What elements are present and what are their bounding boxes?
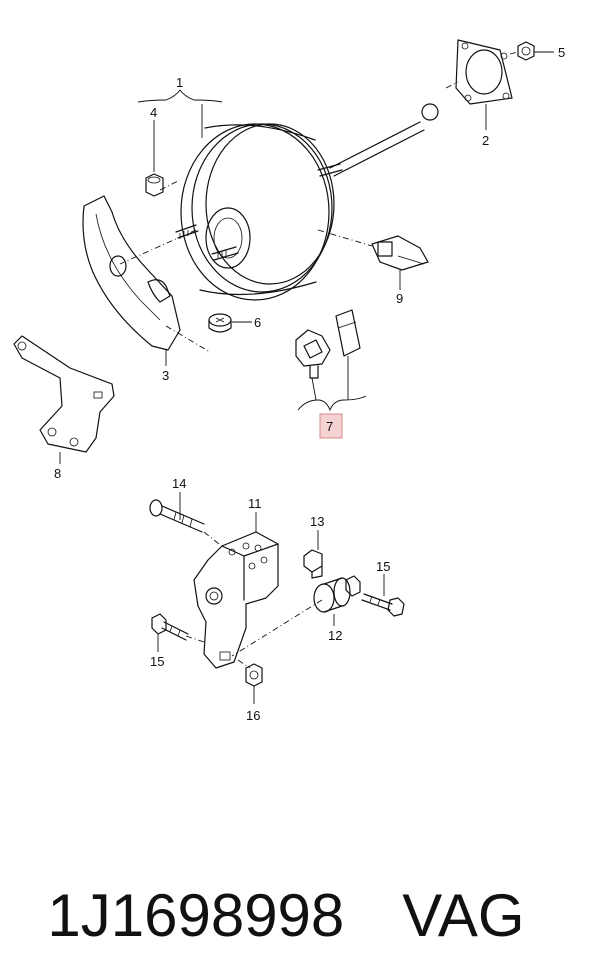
mounting-bracket: [13, 335, 115, 453]
clip-7: [295, 309, 361, 379]
callout-15-right: 15: [376, 559, 390, 574]
callout-12: 12: [328, 628, 342, 643]
brake-booster: [175, 103, 439, 301]
callout-13: 13: [310, 514, 324, 529]
nut-4: [145, 173, 164, 197]
callout-16: 16: [246, 708, 260, 723]
parts-exploded-diagram: 1 4 2 5 9 6 3 8 7 14 11 13 15 12 15 16: [13, 39, 565, 723]
gasket: [455, 39, 513, 105]
callout-7: 7: [326, 419, 333, 434]
part-number-caption: 1J1698998 VAG: [14, 796, 594, 949]
sensor-bracket-9: [371, 235, 429, 271]
bolt-15-right: [361, 593, 405, 617]
callout-6: 6: [254, 315, 261, 330]
nut-16: [245, 663, 263, 687]
callout-15-left: 15: [150, 654, 164, 669]
brand-name: VAG: [402, 882, 525, 949]
callout-14: 14: [172, 476, 186, 491]
callout-2: 2: [482, 133, 489, 148]
callout-1: 1: [176, 75, 183, 90]
callout-11: 11: [248, 496, 262, 511]
nut-5: [517, 41, 535, 61]
bolt-6: [208, 313, 232, 333]
callout-3: 3: [162, 368, 169, 383]
bolt-14: [149, 499, 205, 533]
nut-13: [303, 549, 323, 579]
part-number: 1J1698998: [47, 882, 345, 949]
callout-8: 8: [54, 466, 61, 481]
bushing-12: [313, 575, 361, 613]
leader-lines: [59, 51, 554, 704]
callout-7-highlight[interactable]: 7: [319, 413, 343, 439]
bolt-15-left: [151, 613, 189, 641]
callout-5: 5: [558, 45, 565, 60]
bracket-assembly-11: [193, 531, 279, 669]
callout-9: 9: [396, 291, 403, 306]
callout-labels: 1 4 2 5 9 6 3 8 7 14 11 13 15 12 15 16: [54, 45, 565, 723]
heat-shield: [82, 195, 181, 351]
assembly-lines: [119, 51, 519, 669]
callout-4: 4: [150, 105, 157, 120]
